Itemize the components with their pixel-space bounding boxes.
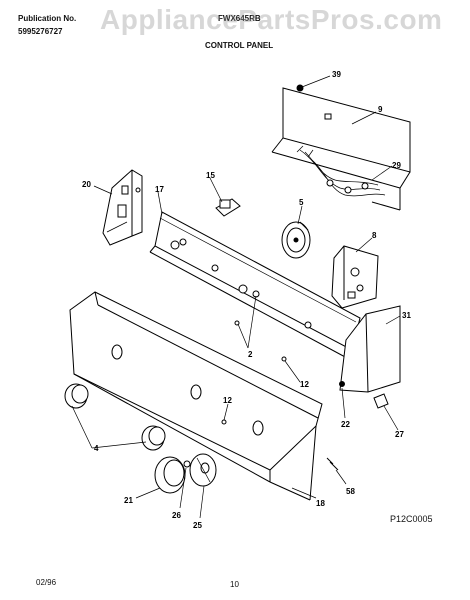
watermark: AppliancePartsPros.com — [100, 4, 443, 35]
timer-part — [281, 221, 311, 259]
callout-8: 8 — [372, 231, 377, 240]
footer-page-number: 10 — [230, 580, 239, 589]
model-number: FWX645RB — [218, 14, 261, 23]
publication-label: Publication No. — [18, 14, 77, 23]
knob-part-4-left — [64, 383, 89, 409]
switch-part — [215, 198, 241, 217]
callout-15: 15 — [206, 171, 215, 180]
callout-26: 26 — [172, 511, 181, 520]
knob-part-4-center — [141, 425, 166, 451]
callout-5: 5 — [299, 198, 304, 207]
callout-22: 22 — [341, 420, 350, 429]
knob-spring-part-26 — [183, 460, 191, 468]
wire-harness-part — [296, 145, 386, 197]
callout-31: 31 — [402, 311, 411, 320]
callout-25: 25 — [193, 521, 202, 530]
callout-9: 9 — [378, 105, 383, 114]
rear-bracket-part — [271, 84, 411, 211]
end-cap-part — [102, 169, 143, 246]
callout-39: 39 — [332, 70, 341, 79]
callout-labels: 39 9 29 20 17 15 5 8 2 31 12 22 27 4 12 … — [82, 70, 411, 530]
screw-part-22 — [339, 381, 345, 387]
knob-part-25 — [189, 453, 217, 487]
callout-21: 21 — [124, 496, 133, 505]
clip-part-27 — [373, 393, 389, 409]
diagram-title: CONTROL PANEL — [205, 41, 274, 50]
callout-18: 18 — [316, 499, 325, 508]
callout-27: 27 — [395, 430, 404, 439]
figure-code: P12C0005 — [390, 514, 433, 524]
front-console-panel-part — [69, 291, 323, 501]
callout-2: 2 — [248, 350, 253, 359]
callout-58: 58 — [346, 487, 355, 496]
publication-number: 5995276727 — [18, 27, 63, 36]
callout-17: 17 — [155, 185, 164, 194]
footer-date: 02/96 — [36, 578, 57, 587]
callout-20: 20 — [82, 180, 91, 189]
callout-12-right: 12 — [300, 380, 309, 389]
screw-part-58 — [326, 457, 339, 471]
callout-12-center: 12 — [223, 396, 232, 405]
side-bracket-part — [339, 305, 401, 393]
callout-29: 29 — [392, 161, 401, 170]
module-part — [331, 245, 379, 309]
knob-part-21 — [154, 456, 186, 494]
callout-4: 4 — [94, 444, 99, 453]
leader-lines — [71, 75, 401, 519]
